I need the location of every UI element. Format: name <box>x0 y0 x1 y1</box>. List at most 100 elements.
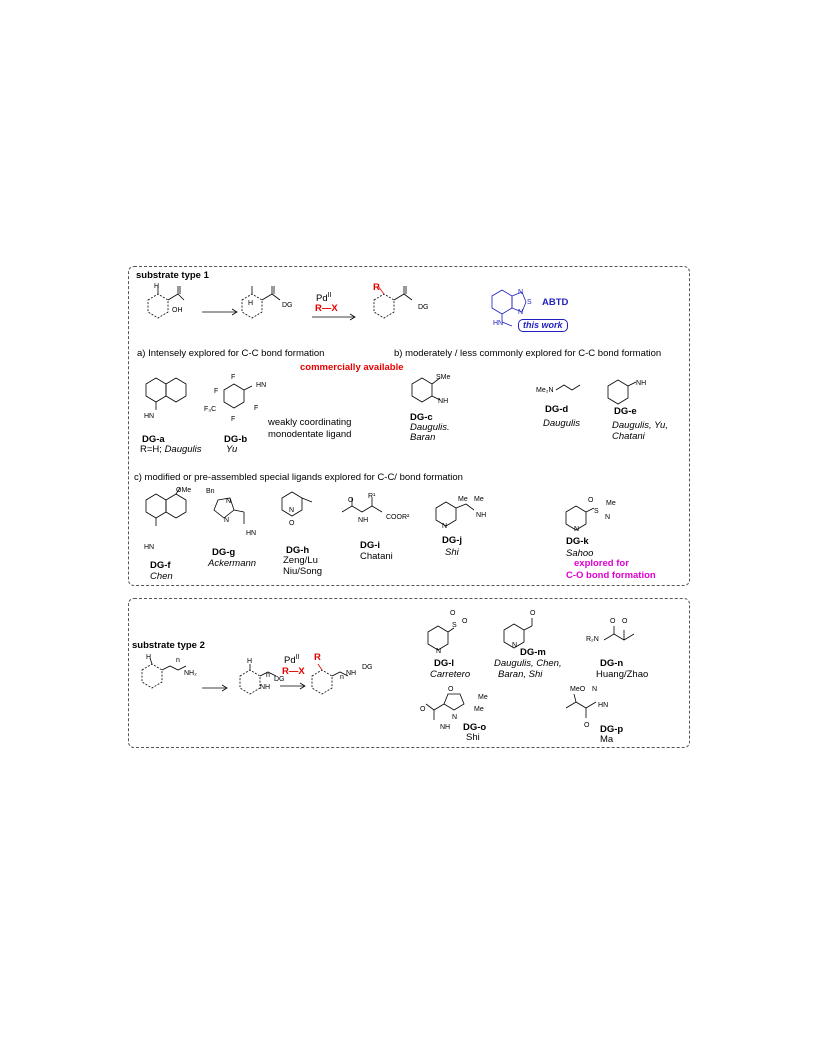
dg-f-hn: HN <box>144 544 155 551</box>
dg-m-cite1: Daugulis, Chen, <box>494 658 562 669</box>
section-b-heading: b) moderately / less commonly explored f… <box>394 348 662 359</box>
dg-a-structure <box>145 377 187 410</box>
dg-j-n: N <box>442 523 448 530</box>
abtd-n2-label: N <box>518 309 524 316</box>
dg-h-label: DG-h <box>286 545 310 556</box>
dg-d-label: DG-d <box>545 404 569 415</box>
type2-sm-structure <box>141 657 187 689</box>
dg-k-o: O <box>588 497 594 504</box>
dg-d-structure <box>555 384 581 391</box>
dg-c-cite1: Daugulis. <box>410 422 450 433</box>
dg-p-meo: MeO <box>570 686 586 693</box>
dg-e-nh: NH <box>636 380 647 387</box>
dg-n-label: DG-n <box>600 658 624 669</box>
type2-prod-dg: DG <box>362 664 373 671</box>
dg-h-cite1: Zeng/Lu <box>283 555 318 566</box>
dg-f-structure <box>145 487 187 526</box>
dg-j-label: DG-j <box>442 535 463 546</box>
dg-e-structure <box>607 379 637 405</box>
dg-c-nh: NH <box>438 398 449 405</box>
dg-p-nh: HN <box>598 702 609 709</box>
dg-n-cite: Huang/Zhao <box>596 669 649 680</box>
dg-g-label: DG-g <box>212 547 236 558</box>
dg-i-o: O <box>348 497 354 504</box>
arrow-1 <box>202 308 238 316</box>
dg-g-n2: N <box>224 517 230 524</box>
dg-l-s: S <box>452 622 457 629</box>
dg-i-r1: R¹ <box>368 493 376 500</box>
arrow-2 <box>312 313 356 321</box>
dg-d-cite: Daugulis <box>543 418 580 429</box>
dg-l-o1: O <box>450 610 456 617</box>
substrate-type-2-panel <box>128 598 690 748</box>
type2-prod-n: n <box>340 674 344 681</box>
dg-k-n1: N <box>605 514 611 521</box>
dg-g-structure <box>213 497 245 524</box>
this-work-badge: this work <box>518 319 568 332</box>
substrate-type-1-panel <box>128 266 690 586</box>
dg-h-structure <box>281 491 313 517</box>
dg-i-label: DG-i <box>360 540 381 551</box>
type2-prod-nh: NH <box>346 670 357 677</box>
dg-e-label: DG-e <box>614 406 637 417</box>
sm1-h-label: H <box>154 283 160 290</box>
dg-c-cite2: Baran <box>410 432 436 443</box>
dg-n-o1: O <box>610 618 616 625</box>
amide-intermediate-structure <box>241 286 281 319</box>
dg-n-o2: O <box>622 618 628 625</box>
dg-k-label: DG-k <box>566 536 589 547</box>
type2-int-dg: DG <box>274 676 285 683</box>
dg-k-structure <box>565 505 595 531</box>
type2-reagent-pd: PdII <box>284 654 300 667</box>
dg-b-f3: F <box>254 405 259 412</box>
dg-o-structure <box>425 693 465 720</box>
dg-i-coor2: COOR² <box>386 514 410 521</box>
product-type1-structure <box>373 285 413 319</box>
dg-o-o: O <box>448 686 454 693</box>
type2-reagent-rx: R—X <box>282 666 305 677</box>
dg-k-cite: Sahoo <box>566 548 594 559</box>
dg-g-cite: Ackermann <box>208 558 257 569</box>
weak-ligand-line2: monodentate ligand <box>268 429 352 440</box>
dg-l-o2: O <box>462 618 468 625</box>
dg-j-structure <box>435 501 475 527</box>
prod1-r-label: R <box>373 282 380 293</box>
dg-o-me1: Me <box>478 694 488 701</box>
dg-h-o: O <box>289 520 295 527</box>
dg-j-me2: Me <box>474 496 484 503</box>
type2-header: substrate type 2 <box>132 640 205 651</box>
dg-o-o2: O <box>420 706 426 713</box>
type1-reagent-pd: PdII <box>316 292 332 305</box>
dg-a-hn-label: HN <box>144 413 155 420</box>
dg-l-cite: Carretero <box>430 669 471 680</box>
dg-g-hn: HN <box>246 530 257 537</box>
abtd-name: ABTD <box>542 297 569 308</box>
dg-m-n: N <box>512 642 518 649</box>
type2-sm-n: n <box>176 657 180 664</box>
dg-n-r2n: R₂N <box>586 636 599 643</box>
dg-a-cite: R=H; Daugulis <box>140 444 202 455</box>
dg-h-n: N <box>289 507 295 514</box>
dg-i-cite: Chatani <box>360 551 393 562</box>
type1-header: substrate type 1 <box>136 270 209 281</box>
dg-m-cite2: Baran, Shi <box>498 669 543 680</box>
type2-prod-r: R <box>314 652 321 663</box>
dg-f-ome: OMe <box>176 487 192 494</box>
dg-a-label: DG-a <box>142 434 165 445</box>
dg-p-cite: Ma <box>600 734 614 745</box>
type2-sm-h: H <box>146 654 152 661</box>
dg-e-cite2: Chatani <box>612 431 645 442</box>
dg-n-structure <box>603 626 635 641</box>
type2-int-structure <box>239 664 277 695</box>
dg-p-label: DG-p <box>600 724 624 735</box>
dg-d-me2n: Me₂N <box>536 387 554 394</box>
type2-arrow-2 <box>280 682 306 690</box>
prod1-dg-label: DG <box>418 304 429 311</box>
dg-j-cite: Shi <box>445 547 459 558</box>
dg-c-sme: SMe <box>436 374 451 381</box>
dg-b-f4: F <box>231 416 236 423</box>
dg-l-label: DG-l <box>434 658 455 669</box>
type2-int-nh: NH <box>260 684 271 691</box>
dg-b-structure <box>223 383 253 409</box>
dg-p-n1: N <box>592 686 598 693</box>
